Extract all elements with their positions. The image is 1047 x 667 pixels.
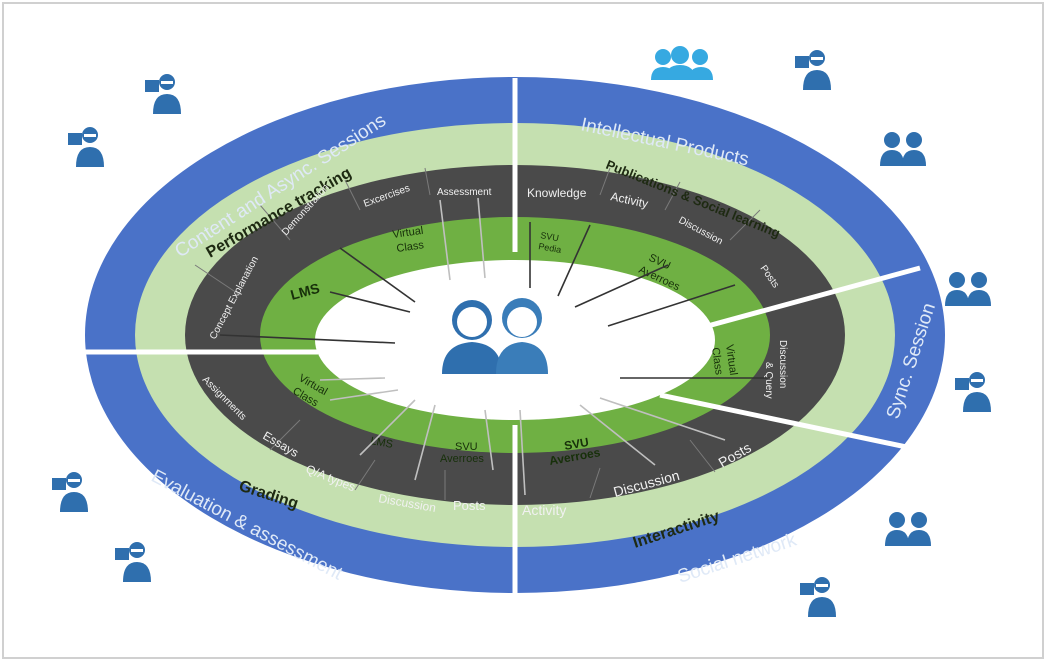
- separator-right-top: [692, 265, 921, 333]
- center-ellipse: [315, 260, 715, 420]
- label-discussion-query-2: & Query: [763, 362, 774, 399]
- label-lms-top: LMS: [289, 280, 322, 303]
- label-svu-pedia-2: Pedia: [538, 241, 562, 255]
- label-svu-averroes-bottom-1: SVU: [563, 435, 590, 453]
- label-virtual-class-right-1: Virtual: [723, 344, 739, 376]
- label-activity-bottom: Activity: [522, 502, 566, 518]
- label-svu-pedia-1: SVU: [540, 230, 560, 243]
- group-icon: [651, 46, 713, 80]
- label-discussion-query-1: Discussion: [777, 340, 788, 388]
- label-svu-averroes-small-2: Averroes: [440, 453, 484, 465]
- label-svu-averroes-small-1: SVU: [455, 441, 478, 453]
- label-virtual-class-top-2: Class: [396, 239, 425, 255]
- separator-right-bottom: [659, 392, 931, 455]
- dark-ring-dividers: [194, 167, 761, 500]
- label-virtual-class-right-2: Class: [709, 347, 725, 376]
- label-assessment: Assessment: [437, 187, 492, 198]
- label-posts-bottom: Posts: [453, 498, 486, 513]
- inward-arrows: [219, 222, 770, 379]
- label-virtual-class-top-1: Virtual: [392, 225, 424, 241]
- central-students-icon: [442, 298, 548, 374]
- label-knowledge: Knowledge: [527, 186, 587, 200]
- outward-arrows: [319, 197, 726, 496]
